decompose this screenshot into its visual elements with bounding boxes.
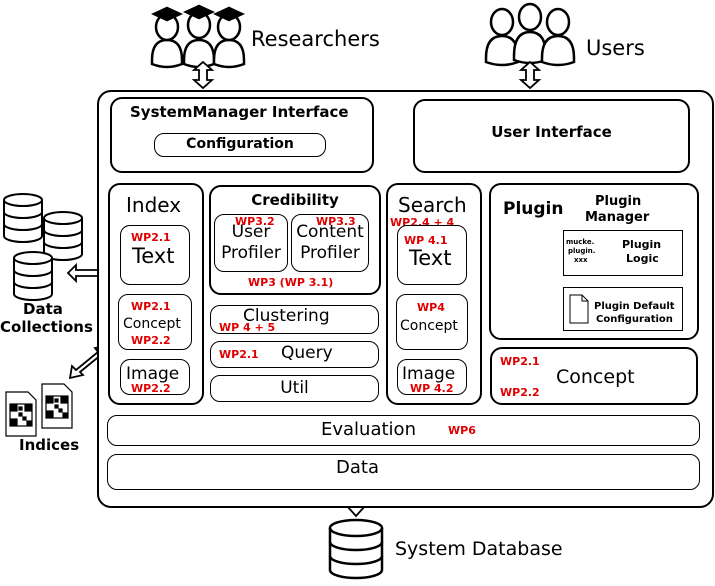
index-image-label: Image: [126, 364, 180, 384]
plugin-logic-label1: Plugin: [622, 238, 662, 251]
users-arrow: [518, 60, 542, 90]
clustering-module[interactable]: Clustering WP 4 + 5: [210, 305, 379, 334]
index-text[interactable]: WP2.1 Text: [120, 225, 190, 285]
plugin-logic-icon-text2: plugin.: [568, 247, 596, 255]
content-profiler-label2: Profiler: [300, 243, 360, 263]
search-concept[interactable]: WP4 Concept: [396, 294, 468, 350]
data-label: Data: [336, 457, 379, 478]
index-image[interactable]: Image WP2.2: [120, 359, 190, 395]
user-profiler[interactable]: WP3.2 User Profiler: [214, 214, 288, 272]
system-manager-interface[interactable]: SystemManager Interface Configuration: [110, 97, 374, 173]
file-icon: [569, 294, 589, 324]
plugin-default-config-label1: Plugin Default: [594, 301, 675, 312]
search-text-label: Text: [409, 246, 452, 270]
search-concept-wp: WP4: [417, 301, 445, 314]
researchers-icon: [150, 4, 246, 69]
index-image-wp: WP2.2: [131, 382, 171, 395]
concept-label: Concept: [556, 366, 635, 388]
search-image-label: Image: [402, 364, 456, 384]
search-image[interactable]: Image WP 4.2: [397, 359, 467, 395]
plugin-logic-icon-text1: mucke.: [566, 238, 595, 246]
evaluation-module[interactable]: Evaluation WP6: [107, 415, 700, 446]
user-profiler-label1: User: [231, 222, 271, 242]
researchers-label: Researchers: [251, 27, 380, 51]
users-label: Users: [586, 36, 645, 60]
plugin-logic[interactable]: mucke. plugin. xxx Plugin Logic: [563, 230, 683, 276]
index-concept-wp1: WP2.1: [131, 300, 171, 313]
search-title: Search: [398, 193, 467, 217]
util-label: Util: [280, 378, 309, 398]
user-profiler-label2: Profiler: [221, 243, 281, 263]
content-profiler-wp: WP3.3: [316, 215, 356, 228]
configuration-button[interactable]: Configuration: [154, 133, 326, 157]
configuration-label: Configuration: [186, 136, 294, 152]
plugin-title: Plugin: [503, 199, 564, 219]
data-module[interactable]: Data: [107, 454, 700, 490]
credibility-title: Credibility: [251, 191, 339, 209]
document-icon: [5, 383, 73, 437]
user-profiler-wp: WP3.2: [235, 215, 275, 228]
index-text-label: Text: [132, 244, 175, 268]
indices-label: Indices: [19, 436, 80, 454]
plugin-manager-title1: Plugin: [595, 194, 642, 209]
evaluation-wp: WP6: [448, 424, 476, 437]
util-module[interactable]: Util: [210, 375, 379, 402]
query-label: Query: [281, 343, 333, 363]
concept-wp1: WP2.1: [500, 355, 540, 368]
concept-module[interactable]: WP2.1 Concept WP2.2: [490, 347, 698, 405]
plugin-logic-label2: Logic: [626, 252, 659, 265]
user-interface-label: User Interface: [491, 123, 612, 141]
evaluation-label: Evaluation: [321, 419, 416, 440]
search-text-wp: WP 4.1: [404, 234, 448, 247]
user-interface[interactable]: User Interface: [413, 99, 690, 173]
query-wp: WP2.1: [219, 348, 259, 361]
search-concept-label: Concept: [400, 318, 458, 334]
search-image-wp: WP 4.2: [410, 382, 454, 395]
plugin-logic-icon-text3: xxx: [574, 256, 588, 264]
index-text-wp: WP2.1: [131, 231, 171, 244]
data-collections-label1: Data: [23, 300, 63, 318]
search-text[interactable]: WP 4.1 Text: [397, 225, 467, 285]
researchers-arrow: [191, 60, 215, 90]
content-profiler[interactable]: WP3.3 Content Profiler: [291, 214, 369, 272]
plugin-default-configuration[interactable]: Plugin Default Configuration: [563, 287, 683, 331]
data-collections-label2: Collections: [0, 318, 93, 336]
system-database-label: System Database: [395, 538, 563, 560]
search-wp: WP2.4 + 4: [390, 216, 455, 229]
database-icon: [3, 193, 83, 301]
index-concept-wp2: WP2.2: [131, 334, 171, 347]
index-title: Index: [126, 193, 182, 217]
index-concept-label: Concept: [123, 316, 181, 332]
clustering-wp: WP 4 + 5: [219, 321, 276, 334]
content-profiler-label1: Content: [296, 222, 364, 242]
query-module[interactable]: WP2.1 Query: [210, 341, 379, 368]
plugin-manager-title2: Manager: [585, 210, 650, 225]
concept-wp2: WP2.2: [500, 386, 540, 399]
system-database-icon: [328, 518, 384, 580]
users-icon: [484, 2, 576, 67]
plugin-default-config-label2: Configuration: [596, 314, 673, 325]
credibility-wp: WP3 (WP 3.1): [248, 276, 334, 289]
clustering-label: Clustering: [243, 306, 330, 326]
index-concept[interactable]: WP2.1 Concept WP2.2: [118, 294, 192, 350]
system-manager-title: SystemManager Interface: [130, 103, 349, 121]
